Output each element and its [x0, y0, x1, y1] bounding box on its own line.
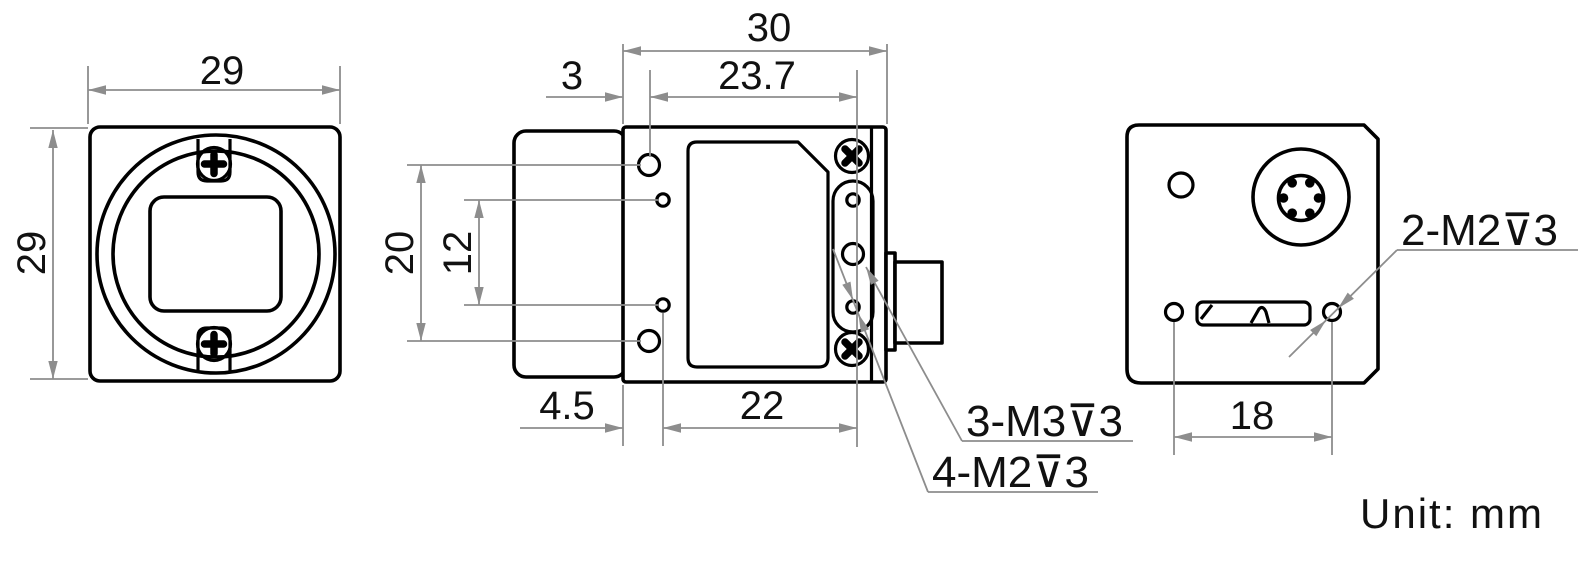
arrowhead-icon: [1174, 432, 1192, 442]
power-io-connector-inner: [1276, 173, 1326, 223]
label-plate-outline: [686, 140, 830, 369]
top-screw-head: [195, 145, 233, 183]
arrowhead-icon: [605, 423, 623, 433]
dimension-value: 23.7: [718, 54, 796, 98]
arrowhead-icon: [605, 92, 623, 102]
rear-screw-head: [833, 330, 871, 368]
thread-callout-label: 4-M2⊽3: [932, 448, 1089, 497]
front-width-dimension: 29: [87, 49, 341, 124]
arrowhead-icon: [842, 281, 853, 300]
arrowhead-icon: [88, 85, 106, 95]
m2-hole: [1321, 301, 1343, 323]
dimension-value: 29: [10, 231, 54, 276]
arrowhead-icon: [1338, 292, 1354, 309]
connector-pin: [1305, 208, 1315, 218]
arrowhead-icon: [866, 267, 879, 285]
usb-port-outline: [1195, 300, 1312, 327]
arrowhead-icon: [48, 130, 58, 148]
arrowhead-icon: [1310, 320, 1326, 337]
connector-pin: [1313, 193, 1324, 203]
arrowhead-icon: [650, 92, 668, 102]
arrowhead-icon: [1314, 432, 1332, 442]
connector-pin: [1305, 178, 1315, 188]
arrowhead-icon: [839, 92, 857, 102]
usb-port-chamfer: [1199, 304, 1214, 320]
sensor-window: [148, 195, 283, 313]
front-body-outline: [88, 125, 342, 383]
m2-hole: [1163, 301, 1185, 323]
dimension-value: 22: [740, 384, 785, 428]
arrowhead-icon: [416, 165, 426, 183]
leader-line: [865, 266, 963, 442]
arrowhead-icon: [869, 46, 887, 56]
m2-hole: [845, 192, 861, 208]
back-body-outline: [1125, 123, 1380, 385]
thread-callout-label: 3-M3⊽3: [966, 397, 1123, 446]
side-view: 30 3 23.7 20 12: [378, 6, 1133, 497]
arrowhead-icon: [474, 287, 484, 305]
dimension-value: 4.5: [539, 384, 595, 428]
dimension-value: 3: [561, 54, 583, 98]
m3-hole: [840, 241, 866, 267]
dimension-value: 29: [200, 49, 245, 93]
arrowhead-icon: [48, 361, 58, 379]
back-m2-thread-callout: 2-M2⊽3: [1288, 206, 1578, 358]
dimension-value: 30: [747, 6, 792, 50]
m2-thread-callout: 4-M2⊽3: [832, 248, 1098, 497]
arrowhead-icon: [416, 323, 426, 341]
arrowhead-icon: [623, 46, 641, 56]
lens-mount-outer-ring: [95, 133, 337, 375]
front-view: 29 29: [10, 49, 342, 383]
back-hole-span-dimension: 18: [1173, 322, 1333, 455]
lens-mount-inner-ring: [111, 149, 321, 359]
indicator-led-hole: [1167, 171, 1195, 199]
power-io-connector-outer: [1251, 147, 1351, 247]
usb-port-notch: [1249, 305, 1271, 324]
side-left-dimensions: 20 12: [378, 164, 658, 342]
back-view: 18 2-M2⊽3: [1125, 123, 1578, 455]
arrowhead-icon: [474, 200, 484, 218]
rear-screw-head: [833, 137, 871, 175]
arrowhead-icon: [858, 314, 870, 333]
connector-pin: [1287, 178, 1297, 188]
arrowhead-icon: [839, 423, 857, 433]
front-height-dimension: 29: [10, 127, 88, 380]
arrowhead-icon: [322, 85, 340, 95]
m3-thread-callout: 3-M3⊽3: [865, 266, 1133, 446]
connector-pin: [1287, 208, 1297, 218]
connector-pin: [1278, 193, 1289, 203]
unit-note: Unit: mm: [1360, 490, 1544, 537]
bottom-screw-head: [195, 325, 233, 363]
side-bottom-dimensions: 4.5 22: [520, 313, 857, 446]
usb-connector-side: [893, 260, 944, 345]
thread-callout-label: 2-M2⊽3: [1401, 206, 1558, 255]
dimension-value: 18: [1230, 394, 1275, 438]
side-top-dimensions: 30 3 23.7: [546, 6, 888, 447]
dimension-value: 12: [436, 231, 480, 276]
arrowhead-icon: [663, 423, 681, 433]
dimension-value: 20: [378, 231, 422, 276]
